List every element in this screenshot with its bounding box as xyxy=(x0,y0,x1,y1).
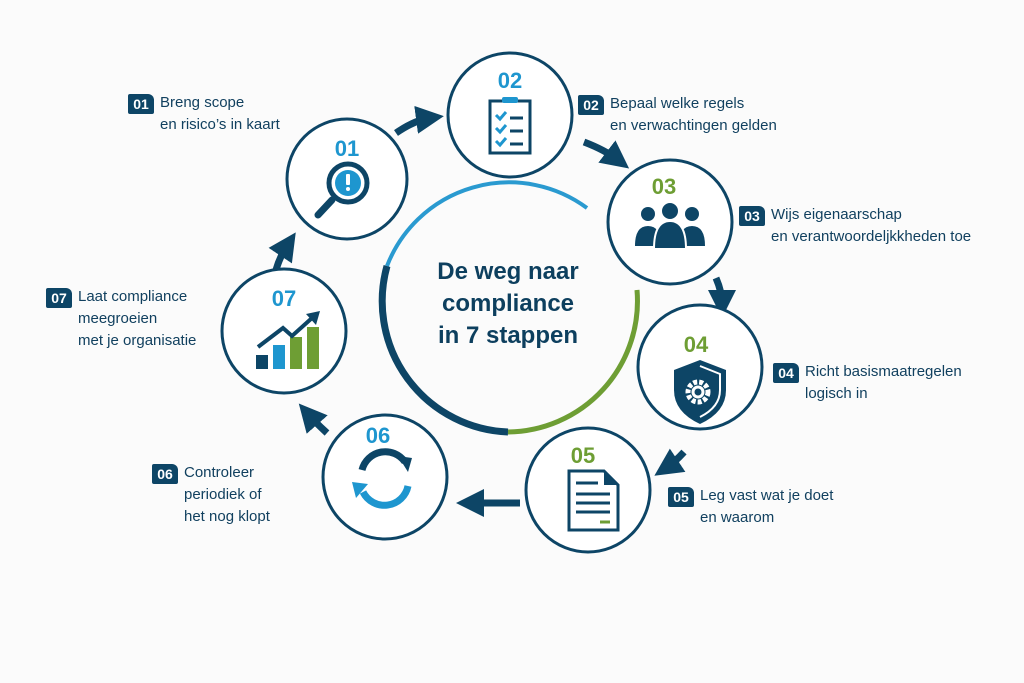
step-06-label: 06 Controleer periodiek of het nog klopt xyxy=(152,462,270,528)
step-numbers: 01 02 03 04 05 06 07 xyxy=(272,68,709,468)
flow-arrows xyxy=(268,105,736,517)
step-02-label: 02 Bepaal welke regels en verwachtingen … xyxy=(578,93,777,137)
step-06-label-line3: het nog klopt xyxy=(184,508,270,525)
center-title-line3: in 7 stappen xyxy=(437,322,579,349)
step-05-label: 05 Leg vast wat je doet en waarom xyxy=(668,485,833,529)
center-ring xyxy=(378,180,640,436)
arrow-03-to-04 xyxy=(707,276,736,318)
step-01-label: 01 Breng scope en risico’s in kaart xyxy=(128,92,280,136)
checklist-clipboard-icon xyxy=(488,97,532,155)
step-06-label-line2: periodiek of xyxy=(184,486,262,503)
center-ring-green-arc xyxy=(507,289,640,435)
step-01-label-line1: Breng scope xyxy=(160,94,245,111)
step-01-badge: 01 xyxy=(128,94,154,114)
arrow-04-to-05 xyxy=(654,448,687,476)
center-ring-navy-arc xyxy=(378,265,509,436)
step-01-label-line2: en risico’s in kaart xyxy=(160,116,280,133)
arrow-06-to-07 xyxy=(298,403,330,436)
people-group-icon xyxy=(635,201,705,250)
step-03-label: 03 Wijs eigenaarschap en verantwoordeljk… xyxy=(739,204,971,248)
step-01-number: 01 xyxy=(335,136,359,161)
magnifier-alert-icon xyxy=(314,161,370,219)
arrow-07-to-01 xyxy=(268,232,296,271)
center-title-line1: De weg naar xyxy=(437,258,579,285)
step-07-label: 07 Laat compliance meegroeien met je org… xyxy=(46,286,196,352)
step-05-number: 05 xyxy=(571,443,595,468)
center-title: De weg naar compliance in 7 stappen xyxy=(405,256,611,352)
step-03-badge: 03 xyxy=(739,206,765,226)
step-03-number: 03 xyxy=(652,174,676,199)
step-06-badge: 06 xyxy=(152,464,178,484)
step-02-badge: 02 xyxy=(578,95,604,115)
arrow-01-to-02 xyxy=(394,105,444,136)
step-03-label-line2: en verantwoordeljkkheden toe xyxy=(771,228,972,245)
step-06-circle xyxy=(321,413,449,541)
step-05-label-line1: Leg vast wat je doet xyxy=(700,487,834,504)
center-title-line2: compliance xyxy=(441,290,575,317)
step-06-label-line1: Controleer xyxy=(184,464,255,481)
step-05-label-line2: en waarom xyxy=(700,509,775,526)
step-07-badge: 07 xyxy=(46,288,72,308)
step-07-number: 07 xyxy=(272,286,296,311)
step-02-number: 02 xyxy=(498,68,522,93)
arrow-02-to-03 xyxy=(582,138,630,169)
refresh-cycle-icon xyxy=(352,448,412,509)
step-07-label-line3: met je organisatie xyxy=(78,332,197,349)
step-06-number: 06 xyxy=(366,423,390,448)
step-03-label-line1: Wijs eigenaarschap xyxy=(771,206,902,223)
step-07-label-line2: meegroeien xyxy=(78,310,158,327)
growth-chart-icon xyxy=(256,311,320,369)
step-04-badge: 04 xyxy=(773,363,799,383)
step-04-label-line2: logisch in xyxy=(805,385,868,402)
step-02-label-line1: Bepaal welke regels xyxy=(610,95,745,112)
step-04-label-line1: Richt basismaatregelen xyxy=(805,363,962,380)
step-02-label-line2: en verwachtingen gelden xyxy=(610,117,777,134)
center-ring-blue-arc xyxy=(385,180,589,267)
step-07-label-line1: Laat compliance xyxy=(78,288,188,305)
step-05-badge: 05 xyxy=(668,487,694,507)
shield-gear-icon xyxy=(674,360,726,424)
step-04-number: 04 xyxy=(684,332,709,357)
document-icon xyxy=(567,469,620,532)
step-04-label: 04 Richt basismaatregelen logisch in xyxy=(773,361,962,405)
